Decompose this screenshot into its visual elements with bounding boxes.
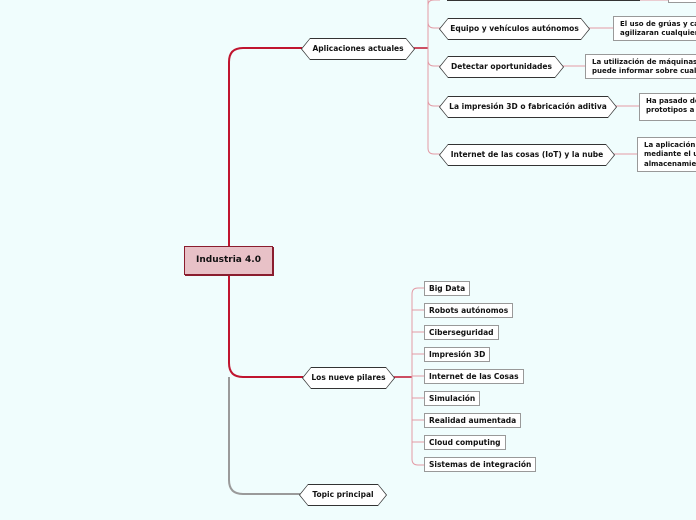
branch-label: Los nueve pilares xyxy=(311,373,386,383)
subtopic-equipo-vehiculos[interactable]: Equipo y vehículos autónomos xyxy=(439,18,590,40)
pillar-label: Ciberseguridad xyxy=(429,327,494,337)
subtopic-detectar-oportunidades[interactable]: Detectar oportunidades xyxy=(439,56,564,78)
pillar-label: Realidad aumentada xyxy=(429,415,517,425)
branch-label: Topic principal xyxy=(312,490,374,500)
desc-equipo-vehiculos: El uso de grúas y ca agilizaran cualquie… xyxy=(613,16,696,41)
desc-line: puede informar sobre cualq xyxy=(592,67,696,76)
pillar-sistemas-integracion[interactable]: Sistemas de integración xyxy=(424,457,537,472)
desc-impresion-3d: Ha pasado de prototipos a xyxy=(639,93,696,121)
desc-line: La aplicación xyxy=(644,141,696,149)
subtopic-internet-cosas-nube[interactable]: Internet de las cosas (IoT) y la nube xyxy=(439,144,615,166)
pillar-label: Big Data xyxy=(429,283,466,293)
desc-line: agilizaran cualquier xyxy=(620,29,696,38)
pillar-simulacion[interactable]: Simulación xyxy=(424,391,481,406)
pillar-big-data[interactable]: Big Data xyxy=(424,281,471,296)
desc-line: almacenamie xyxy=(644,159,696,168)
branch-topic-principal[interactable]: Topic principal xyxy=(299,484,387,506)
partial-topic-node[interactable] xyxy=(447,0,640,1)
subtopic-impresion-3d-fabricacion[interactable]: La impresión 3D o fabricación aditiva xyxy=(439,96,617,118)
branch-nueve-pilares[interactable]: Los nueve pilares xyxy=(302,367,395,389)
pillar-impresion-3d[interactable]: Impresión 3D xyxy=(424,347,491,362)
desc-line: mediante el u xyxy=(644,150,696,159)
desc-internet-cosas-nube: La aplicación mediante el u almacenamie xyxy=(637,137,696,172)
pillar-internet-cosas[interactable]: Internet de las Cosas xyxy=(424,369,524,384)
pillar-label: Simulación xyxy=(429,393,476,403)
pillar-label: Cloud computing xyxy=(429,437,501,447)
partial-desc-node xyxy=(668,0,696,3)
pillar-label: Internet de las Cosas xyxy=(429,371,519,381)
pillar-label: Impresión 3D xyxy=(429,349,486,359)
pillar-ciberseguridad[interactable]: Ciberseguridad xyxy=(424,325,499,340)
pillar-label: Robots autónomos xyxy=(429,305,509,315)
central-topic-label: Industria 4.0 xyxy=(196,254,261,265)
subtopic-label: Internet de las cosas (IoT) y la nube xyxy=(450,150,604,160)
desc-line: Ha pasado de xyxy=(646,97,696,105)
desc-line: La utilización de máquinas xyxy=(592,58,696,66)
pillar-label: Sistemas de integración xyxy=(429,459,532,469)
subtopic-label: Equipo y vehículos autónomos xyxy=(450,24,579,34)
branch-aplicaciones-actuales[interactable]: Aplicaciones actuales xyxy=(301,38,415,60)
subtopic-label: La impresión 3D o fabricación aditiva xyxy=(449,102,607,112)
pillar-cloud-computing[interactable]: Cloud computing xyxy=(424,435,506,450)
branch-label: Aplicaciones actuales xyxy=(312,44,404,54)
desc-line: El uso de grúas y ca xyxy=(620,20,696,28)
pillar-realidad-aumentada[interactable]: Realidad aumentada xyxy=(424,413,522,428)
pillar-robots-autonomos[interactable]: Robots autónomos xyxy=(424,303,514,318)
desc-line: prototipos a xyxy=(646,106,695,115)
desc-detectar-oportunidades: La utilización de máquinas puede informa… xyxy=(585,54,696,79)
subtopic-label: Detectar oportunidades xyxy=(451,62,552,72)
central-topic[interactable]: Industria 4.0 xyxy=(184,246,273,275)
